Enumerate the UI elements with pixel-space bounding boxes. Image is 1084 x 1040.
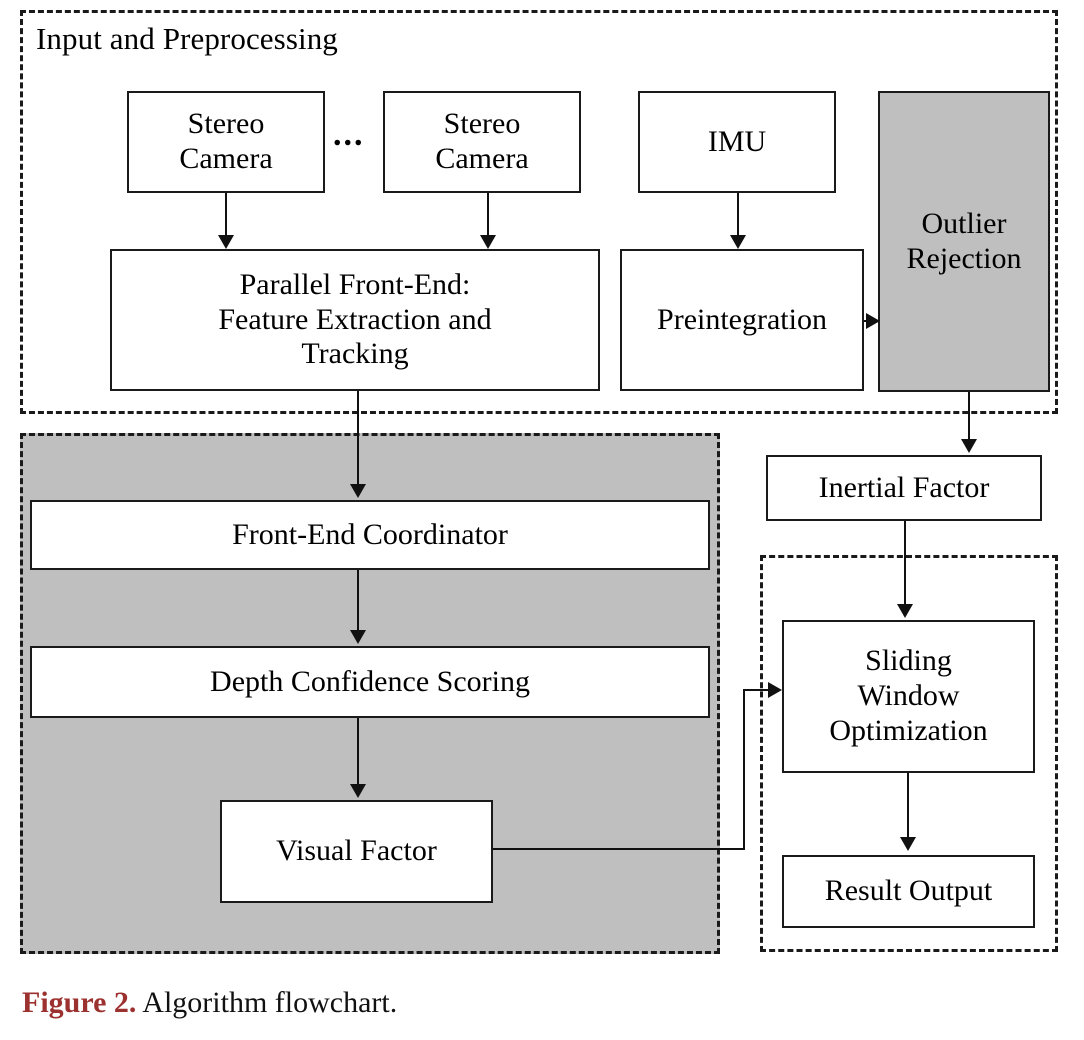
node-inertial-factor: Inertial Factor [766,455,1042,521]
group-input-and-preprocessing [20,10,1058,414]
edge-stereoN-to-frontend-arrow [480,235,496,249]
node-preintegration-label: Preintegration [657,302,827,336]
edge-inertial-to-sliding-line [904,521,906,606]
edge-visualfactor-to-sliding-h2 [743,689,773,691]
node-outlier-rejection: Outlier Rejection [878,91,1050,392]
node-preintegration: Preintegration [620,249,864,391]
node-sliding-window-optimization-label: Sliding Window Optimization [829,644,988,747]
group-backend-optimization [760,555,1058,952]
node-visual-factor-label: Visual Factor [276,834,437,868]
edge-stereo1-to-frontend-arrow [218,235,234,249]
edge-visualfactor-to-sliding-h1 [493,848,745,850]
node-depth-confidence-scoring-label: Depth Confidence Scoring [210,664,530,698]
figure-caption-number: Figure 2. [22,986,137,1019]
edge-inertial-to-sliding-arrow [897,604,913,618]
edge-coordinator-to-depth-arrow [350,630,366,644]
node-visual-factor: Visual Factor [220,800,493,903]
node-stereo-camera-n-label: Stereo Camera [435,107,529,175]
node-inertial-factor-label: Inertial Factor [818,470,990,504]
edge-depth-to-visualfactor-line [357,718,359,786]
edge-sliding-to-result-arrow [900,837,916,851]
node-outlier-rejection-label: Outlier Rejection [906,206,1022,275]
edge-imu-to-preintegration-line [737,193,739,237]
edge-stereoN-to-frontend-line [487,193,489,237]
edge-visualfactor-to-sliding-arrow [768,682,782,698]
node-sliding-window-optimization: Sliding Window Optimization [782,620,1035,773]
edge-imu-to-preintegration-arrow [730,235,746,249]
edge-coordinator-to-depth-line [357,570,359,632]
node-result-output-label: Result Output [824,874,993,908]
edge-frontend-to-coordinator-arrow [350,484,366,498]
node-front-end-coordinator-label: Front-End Coordinator [232,517,508,551]
edge-stereo1-to-frontend-line [225,193,227,237]
ellipsis-between-cameras: ... [333,116,365,153]
node-imu: IMU [638,91,836,193]
node-depth-confidence-scoring: Depth Confidence Scoring [30,646,710,718]
node-stereo-camera-n: Stereo Camera [383,91,581,193]
edge-outlier-to-inertial-arrow [961,439,977,453]
edge-preintegration-to-outlier-arrow [866,313,880,329]
edge-visualfactor-to-sliding-v [743,689,745,850]
figure-caption-text: Algorithm flowchart. [142,986,398,1019]
node-front-end-coordinator: Front-End Coordinator [30,500,710,570]
node-parallel-front-end: Parallel Front-End: Feature Extraction a… [110,249,600,391]
figure-caption: Figure 2. Algorithm flowchart. [22,985,397,1021]
group-title-input-and-preprocessing: Input and Preprocessing [36,21,338,56]
node-stereo-camera-1: Stereo Camera [127,91,325,193]
node-result-output: Result Output [782,855,1035,928]
edge-frontend-to-coordinator-line [357,391,359,486]
edge-sliding-to-result-line [907,773,909,839]
node-parallel-front-end-label: Parallel Front-End: Feature Extraction a… [218,267,492,371]
edge-depth-to-visualfactor-arrow [350,784,366,798]
edge-outlier-to-inertial-line [968,392,970,441]
node-stereo-camera-1-label: Stereo Camera [179,107,273,175]
node-imu-label: IMU [707,124,767,158]
